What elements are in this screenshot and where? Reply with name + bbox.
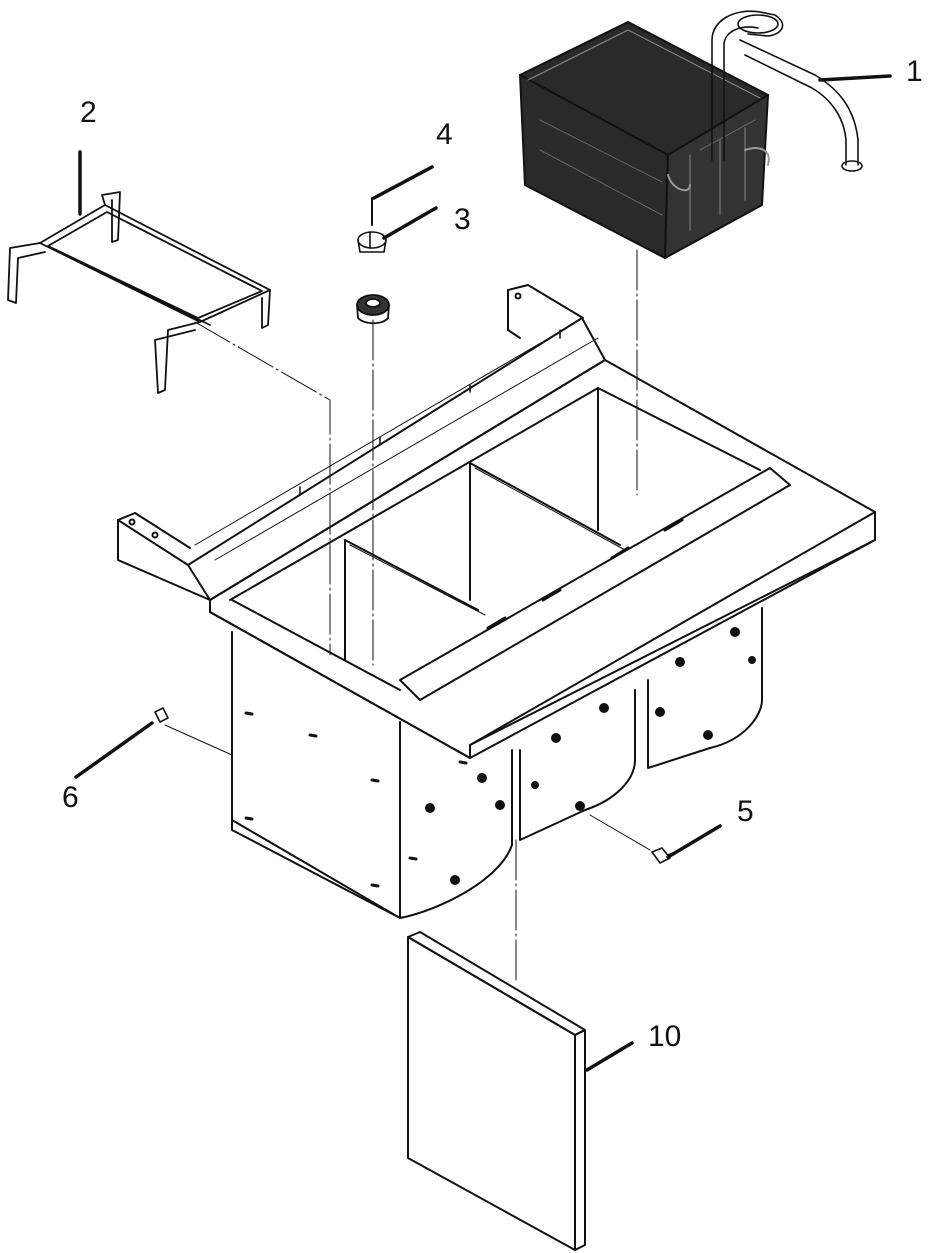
clip-part-3 — [358, 232, 386, 252]
screw-part-5 — [652, 848, 680, 863]
leader-4 — [374, 167, 432, 198]
callout-10: 10 — [648, 1020, 682, 1053]
leader-3 — [384, 208, 436, 238]
callout-1: 1 — [906, 55, 923, 88]
fryer-cabinet — [118, 285, 875, 918]
wire-rack — [8, 192, 270, 393]
basket-handle — [712, 11, 862, 171]
callout-leaders — [76, 76, 890, 1070]
leader-1 — [820, 76, 890, 80]
leader-6 — [76, 723, 152, 777]
cabinet-bolts — [425, 627, 756, 885]
callout-5: 5 — [737, 795, 754, 828]
callout-4: 4 — [436, 118, 453, 151]
callout-6: 6 — [62, 781, 79, 814]
side-panel-10 — [408, 932, 585, 1250]
screw-part-6 — [155, 708, 168, 722]
leader-10 — [587, 1043, 632, 1070]
cabinet-slots — [246, 713, 466, 886]
leader-5 — [668, 826, 720, 857]
drain-bushing — [357, 295, 389, 323]
fry-basket — [520, 22, 769, 258]
callout-2: 2 — [80, 96, 97, 129]
callout-3: 3 — [454, 203, 471, 236]
center-lines — [165, 250, 650, 980]
